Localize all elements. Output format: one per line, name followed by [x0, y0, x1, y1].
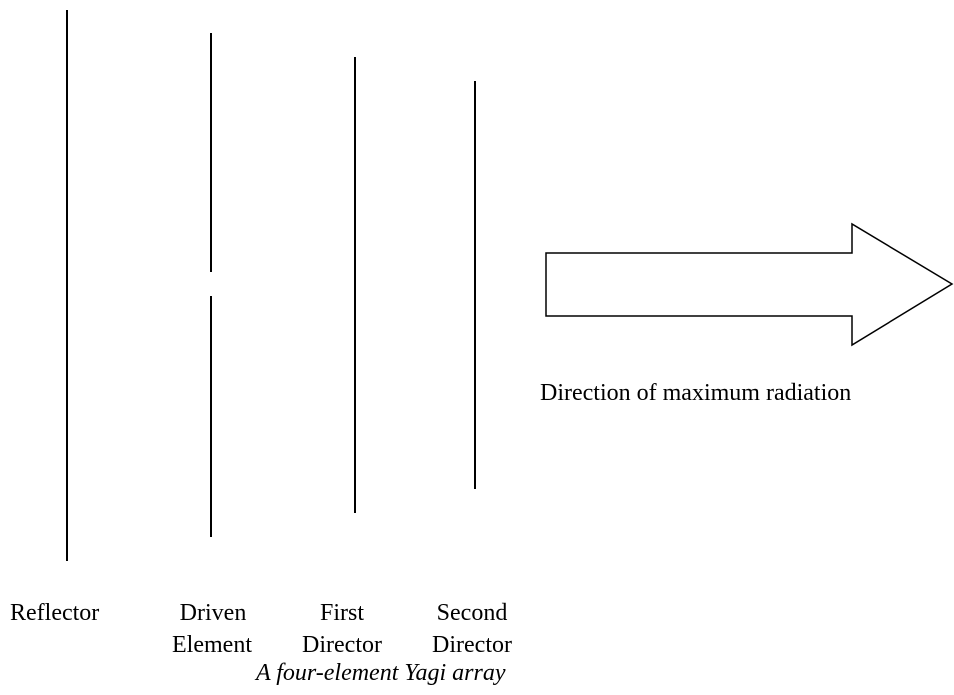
- driven-element-label-line2: Element: [172, 632, 252, 658]
- radiation-direction-arrow: [545, 222, 954, 347]
- second-director-label-line1: Second: [436, 600, 508, 626]
- first-director-label-line2: Director: [302, 632, 382, 658]
- reflector-label: Reflector: [10, 600, 100, 626]
- first-director-label-line1: First: [319, 600, 364, 626]
- second-director-label-line2: Director: [432, 632, 512, 658]
- driven-element-label-line1: Driven: [179, 600, 247, 626]
- direction-label: Direction of maximum radiation: [540, 380, 852, 406]
- figure-caption: A four-element Yagi array: [256, 660, 506, 686]
